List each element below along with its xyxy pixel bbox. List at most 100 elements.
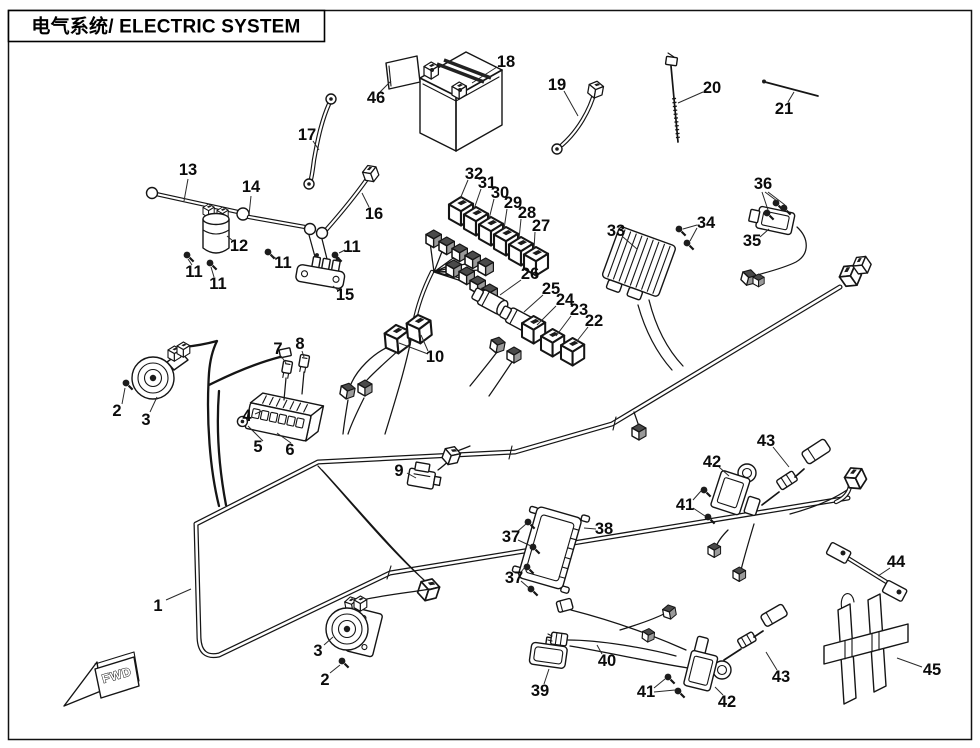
part-label-39: 39 — [531, 682, 549, 700]
leader-line-24 — [536, 305, 557, 326]
leader-line-22 — [576, 326, 589, 342]
part-label-18: 18 — [497, 53, 515, 71]
leader-line-36 — [764, 191, 778, 202]
part-label-16: 16 — [365, 205, 383, 223]
leader-line-8 — [301, 350, 305, 358]
bolt-41-bottom-a — [663, 672, 676, 685]
leader-line-37 — [520, 580, 530, 589]
part-label-45: 45 — [923, 661, 941, 679]
bolt-11-c — [263, 247, 276, 260]
part-label-31: 31 — [478, 174, 496, 192]
part-label-46: 46 — [367, 89, 385, 107]
leader-line-34 — [682, 224, 698, 230]
leader-line-43 — [772, 446, 790, 468]
cable-tie — [664, 52, 680, 143]
part-label-21: 21 — [775, 100, 793, 118]
leader-line-41 — [692, 507, 706, 517]
battery — [419, 51, 503, 152]
part-label-40: 40 — [598, 652, 616, 670]
part-label-29: 29 — [504, 194, 522, 212]
part-label-25: 25 — [542, 280, 560, 298]
leader-line-42 — [718, 466, 730, 477]
leader-line-18 — [471, 66, 498, 84]
part-label-33: 33 — [607, 222, 625, 240]
part-label-24: 24 — [556, 291, 575, 309]
leader-line-41 — [653, 678, 666, 689]
part-label-3: 3 — [313, 642, 322, 660]
part-label-37: 37 — [505, 569, 523, 587]
strap-44 — [825, 542, 908, 602]
tie-rod — [762, 79, 819, 97]
part-label-35: 35 — [743, 232, 761, 250]
part-label-36: 36 — [754, 175, 772, 193]
bolt-34-a — [674, 224, 687, 237]
leader-line-32 — [459, 179, 469, 200]
part-label-43: 43 — [757, 432, 775, 450]
fwd-marker: FWD — [63, 651, 140, 707]
leader-line-12 — [226, 235, 234, 242]
title-box: 电气系统/ ELECTRIC SYSTEM — [7, 9, 326, 43]
leader-line-11 — [210, 266, 215, 278]
part-label-9: 9 — [394, 462, 403, 480]
leader-line-45 — [896, 657, 923, 668]
leader-line-36 — [767, 191, 786, 206]
part-label-2: 2 — [112, 402, 121, 420]
part-label-44: 44 — [887, 553, 906, 571]
part-label-13: 13 — [179, 161, 197, 179]
leader-line-1 — [165, 588, 192, 601]
part-label-11: 11 — [274, 254, 291, 272]
sub-harness-40 — [547, 597, 689, 669]
leader-line-31 — [473, 188, 482, 210]
bolt-41-top-a — [699, 485, 712, 498]
leader-line-37 — [517, 523, 527, 532]
terminal-block — [295, 253, 346, 289]
leader-line-3 — [323, 636, 334, 646]
fuse-7 — [280, 359, 294, 380]
voltage-regulator — [601, 226, 684, 371]
part-label-11: 11 — [185, 263, 202, 281]
leader-line-35 — [759, 228, 770, 238]
part-label-41: 41 — [676, 496, 694, 514]
leader-line-23 — [555, 315, 572, 337]
part-label-42: 42 — [718, 693, 736, 711]
part-label-42: 42 — [703, 453, 721, 471]
leader-line-15 — [332, 285, 340, 292]
part-label-20: 20 — [703, 79, 721, 97]
part-label-34: 34 — [697, 214, 716, 232]
leader-line-42 — [714, 686, 724, 696]
leader-line-34 — [689, 227, 698, 242]
part-label-1: 1 — [153, 597, 162, 615]
part-label-12: 12 — [230, 237, 248, 255]
leader-line-28 — [518, 218, 522, 240]
part-label-32: 32 — [465, 165, 483, 183]
solenoid — [202, 203, 230, 254]
leader-line-6 — [276, 432, 292, 444]
leader-line-27 — [533, 231, 536, 250]
leader-line-44 — [877, 567, 891, 577]
part-label-3: 3 — [141, 411, 150, 429]
leader-line-41 — [653, 689, 676, 693]
bolt-37-d — [526, 584, 539, 597]
leader-line-30 — [488, 198, 495, 220]
part-label-11: 11 — [209, 275, 226, 293]
leader-line-21 — [787, 91, 795, 103]
leader-line-17 — [312, 140, 320, 151]
bolt-34-b — [682, 238, 695, 251]
leader-line-4 — [254, 410, 263, 415]
leader-line-39 — [543, 668, 550, 685]
leader-line-14 — [248, 195, 252, 216]
leader-line-16 — [361, 192, 370, 208]
ground-cable — [551, 79, 605, 155]
part-label-2: 2 — [320, 671, 329, 689]
leader-line-38 — [583, 527, 597, 530]
leader-line-11 — [338, 249, 346, 254]
part-label-37: 37 — [502, 528, 520, 546]
leader-line-9 — [406, 472, 417, 479]
bolt-2-bottom — [337, 656, 350, 669]
page-border — [7, 9, 973, 741]
part-label-11: 11 — [343, 238, 360, 256]
part-label-7: 7 — [273, 340, 282, 358]
leader-line-36 — [761, 191, 769, 211]
fuse-box — [236, 353, 325, 442]
part-label-27: 27 — [532, 217, 550, 235]
